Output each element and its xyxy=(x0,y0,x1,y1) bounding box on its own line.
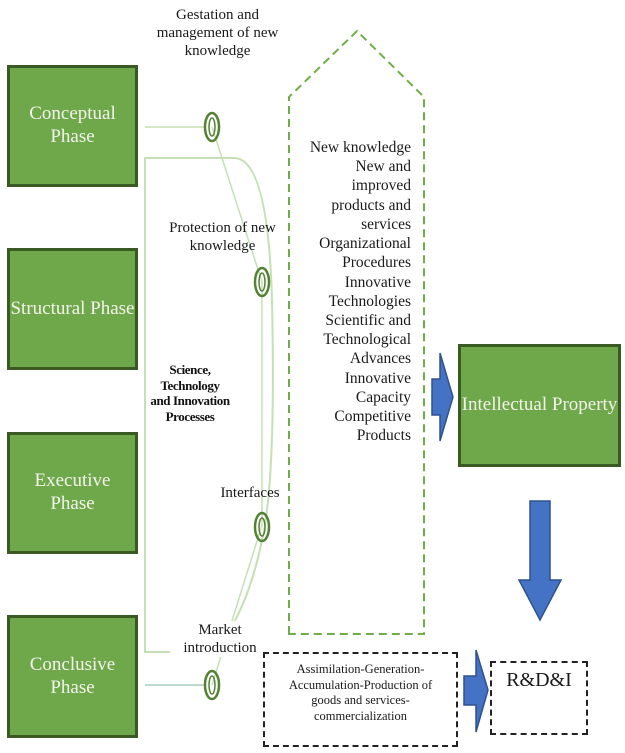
rdi-box: R&D&I xyxy=(490,661,588,735)
phase-box-executive: Executive Phase xyxy=(7,432,138,554)
output-item: Innovative Capacity xyxy=(344,369,411,406)
label-gestation: Gestation and management of new knowledg… xyxy=(156,7,279,59)
label-market: Market introduction xyxy=(170,621,270,657)
output-item: Organizational Procedures xyxy=(319,235,411,272)
arrow-down-icon xyxy=(517,500,563,622)
output-item: New knowledge xyxy=(309,139,411,156)
phase-box-conclusive: Conclusive Phase xyxy=(7,615,138,738)
ring-icon-interfaces xyxy=(253,511,271,543)
outputs-list: New knowledge New and improved products … xyxy=(296,138,411,446)
arrow-right-icon-rdi xyxy=(463,649,489,733)
phase-label: Executive Phase xyxy=(34,470,111,514)
phase-label: Conclusive Phase xyxy=(29,653,116,698)
phase-label: Structural Phase xyxy=(10,297,135,319)
ring-icon-gestation xyxy=(203,111,221,143)
phase-box-structural: Structural Phase xyxy=(7,248,138,370)
process-box: Assimilation-Generation-Accumulation-Pro… xyxy=(263,652,458,747)
output-item: New and improved products and services xyxy=(331,158,411,233)
process-box-label: Assimilation-Generation-Accumulation-Pro… xyxy=(288,662,433,723)
intellectual-property-box: Intellectual Property xyxy=(458,344,621,467)
ring-icon-protection xyxy=(253,266,271,298)
ring-icon-market xyxy=(203,669,221,701)
intellectual-property-label: Intellectual Property xyxy=(461,394,618,416)
rdi-label: R&D&I xyxy=(506,669,572,691)
arrow-right-icon xyxy=(431,352,454,442)
outputs-dashed-arrow xyxy=(288,29,425,635)
phase-box-conceptual: Conceptual Phase xyxy=(7,65,138,187)
center-process-label: Science, Technology and Innovation Proce… xyxy=(150,362,230,424)
phase-label: Conceptual Phase xyxy=(29,103,116,147)
process-bracket-line xyxy=(144,157,274,653)
output-item: Innovative Technologies xyxy=(328,273,411,310)
output-item: Scientific and Technological Advances xyxy=(323,311,411,368)
label-protection: Protection of new knowledge xyxy=(169,220,276,254)
label-interfaces: Interfaces xyxy=(220,485,280,501)
output-item: Competitive Products xyxy=(334,408,411,445)
ring-chain-line xyxy=(211,126,263,686)
